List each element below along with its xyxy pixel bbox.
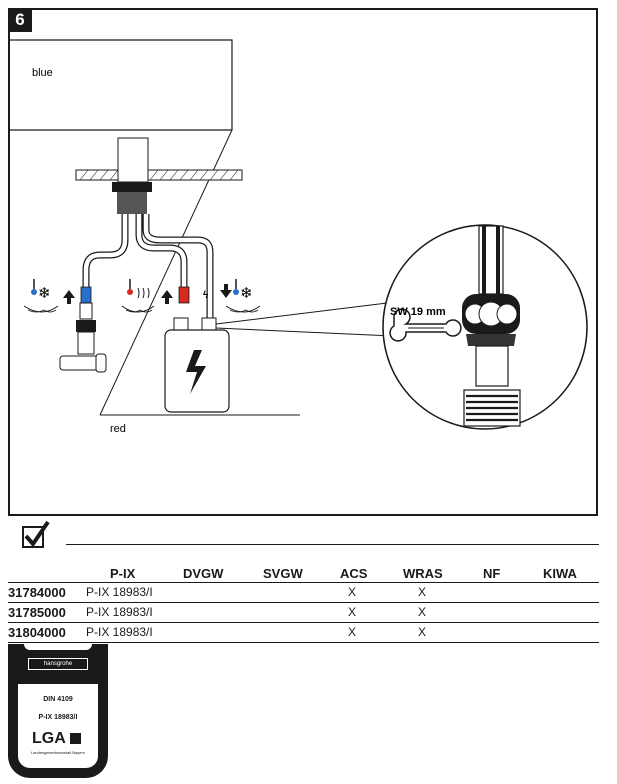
badge-brand: hansgrohe	[43, 661, 73, 667]
heater-connector-right	[201, 317, 217, 331]
arrow-down-outlet	[220, 284, 232, 298]
mixed-water-icon: ❄	[225, 279, 261, 313]
cell-acs: X	[348, 605, 357, 619]
header-wras: WRAS	[403, 566, 443, 581]
step-number: 6	[8, 8, 32, 32]
countertop	[75, 169, 243, 181]
cell-pix: P-IX 18983/I	[86, 585, 153, 599]
header-kiwa: KIWA	[543, 566, 577, 581]
cold-connector	[79, 302, 93, 320]
badge-approval: P-IX 18983/I	[38, 714, 78, 721]
table-rule-top	[66, 544, 599, 545]
checkmark-icon	[22, 520, 50, 548]
article-number: 31785000	[8, 605, 66, 620]
table-row: 31804000 P-IX 18983/I X X	[8, 623, 599, 643]
mixer-shank	[117, 137, 149, 183]
mounting-nut	[112, 182, 152, 192]
table-rule-header	[8, 582, 599, 583]
hot-marker	[178, 286, 190, 304]
article-number: 31784000	[8, 585, 66, 600]
arrow-up-hot	[161, 290, 173, 304]
electric-symbol-icon	[186, 350, 206, 394]
badge-lga: LGA	[32, 730, 81, 748]
badge-inner	[18, 684, 98, 768]
header-pix: P-IX	[110, 566, 136, 581]
diagram-frame	[8, 8, 598, 516]
detail-nut	[462, 294, 520, 334]
installation-diagram: blue ϟ ❄	[10, 39, 588, 435]
svg-text:❄: ❄	[38, 285, 51, 302]
upper-panel-outline	[10, 39, 233, 131]
lightning-small: ϟ	[203, 290, 209, 301]
svg-text:❄: ❄	[240, 285, 253, 302]
lga-house-icon	[69, 733, 81, 744]
cold-nut	[76, 320, 96, 332]
header-dvgw: DVGW	[183, 566, 224, 581]
badge-lga-sub: Landesgewerbeanstalt Bayern	[30, 750, 86, 755]
table-row: 31784000 P-IX 18983/I X X	[8, 583, 599, 603]
cell-wras: X	[418, 625, 427, 639]
label-upper: blue	[32, 67, 53, 79]
callout-line-top	[215, 301, 396, 325]
cell-wras: X	[418, 585, 427, 599]
badge-lga-text: LGA	[32, 730, 66, 747]
detail-thread-lines	[466, 394, 518, 422]
countertop-hatch	[79, 169, 239, 181]
header-svgw: SVGW	[263, 566, 303, 581]
cold-water-icon: ❄	[23, 279, 59, 313]
callout-line-bottom	[215, 327, 393, 337]
hot-water-icon	[121, 279, 155, 313]
table-row: 31785000 P-IX 18983/I X X	[8, 603, 599, 623]
detail-seal	[466, 334, 516, 346]
article-number: 31804000	[8, 625, 66, 640]
threaded-stud	[117, 192, 147, 214]
cell-acs: X	[348, 625, 357, 639]
heater-connector-left	[173, 317, 189, 331]
label-lower: red	[110, 423, 126, 435]
header-acs: ACS	[340, 566, 368, 581]
header-nf: NF	[483, 566, 501, 581]
detail-stem	[475, 345, 509, 387]
angle-valve-outlet	[59, 355, 99, 371]
arrow-up-cold	[63, 290, 75, 304]
cell-pix: P-IX 18983/I	[86, 625, 153, 639]
angle-valve-body	[77, 331, 95, 355]
cold-marker	[80, 286, 92, 304]
wrench-label: SW 19 mm	[390, 306, 446, 318]
badge-notch	[24, 644, 92, 650]
badge-brand-box: hansgrohe	[28, 658, 88, 670]
wrench-icon	[389, 308, 462, 342]
badge-standard: DIN 4109	[43, 696, 73, 703]
valve-handle	[95, 353, 107, 373]
cell-pix: P-IX 18983/I	[86, 605, 153, 619]
hose-outlet	[142, 214, 214, 320]
cell-acs: X	[348, 585, 357, 599]
cell-wras: X	[418, 605, 427, 619]
approval-badge: hansgrohe DIN 4109 P-IX 18983/I LGA Land…	[8, 644, 108, 778]
